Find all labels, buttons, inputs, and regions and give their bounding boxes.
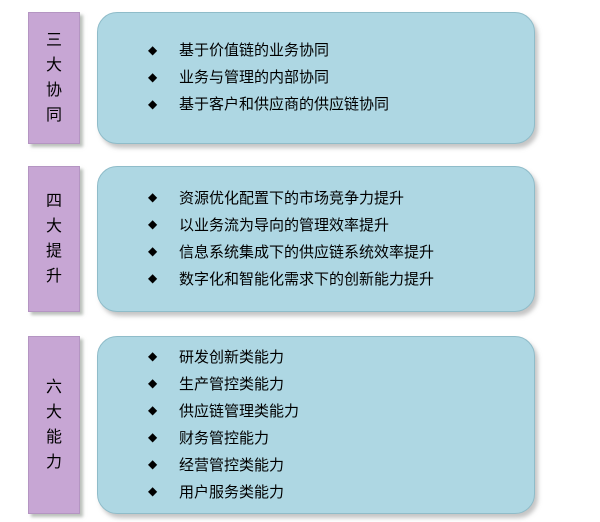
- list-item: ◆ 经营管控类能力: [148, 457, 522, 475]
- list-item: ◆ 数字化和智能化需求下的创新能力提升: [148, 271, 522, 289]
- row-panel: ◆ 资源优化配置下的市场竞争力提升 ◆ 以业务流为导向的管理效率提升 ◆ 信息系统集成下的…: [97, 166, 535, 312]
- diamond-bullet-icon: ◆: [148, 69, 158, 84]
- list-item: ◆ 业务与管理的内部协同: [148, 69, 522, 87]
- row-label-char: 升: [45, 267, 62, 285]
- diamond-bullet-icon: ◆: [148, 217, 158, 232]
- list-item-text: 基于价值链的业务协同: [179, 42, 330, 59]
- list-item: ◆ 资源优化配置下的市场竞争力提升: [148, 190, 522, 208]
- diagram-row: 四大提升 ◆ 资源优化配置下的市场竞争力提升 ◆ 以业务流为导向的管理效率提升 ◆ 信息系统…: [0, 166, 600, 312]
- diamond-bullet-icon: ◆: [148, 271, 158, 286]
- row-label-char: 能: [45, 428, 62, 446]
- diamond-bullet-icon: ◆: [148, 430, 158, 445]
- list-item-text: 以业务流为导向的管理效率提升: [179, 216, 390, 234]
- list-item-text: 资源优化配置下的市场竞争力提升: [179, 189, 405, 207]
- list-item-text: 研发创新类能力: [179, 348, 285, 366]
- row-label-char: 协: [45, 81, 62, 99]
- list-item: ◆ 研发创新类能力: [148, 349, 522, 367]
- diamond-bullet-icon: ◆: [148, 190, 158, 205]
- list-item: ◆ 基于价值链的业务协同: [148, 42, 522, 60]
- diamond-bullet-icon: ◆: [148, 457, 158, 472]
- row-label-char: 同: [45, 106, 62, 124]
- row-panel: ◆ 研发创新类能力 ◆ 生产管控类能力 ◆ 供应链管理类能力 ◆ 财务管控能力 ◆ 经营管控类能力…: [97, 336, 535, 514]
- list-item-text: 财务管控能力: [179, 429, 270, 447]
- row-label-char: 大: [45, 403, 62, 421]
- list-item: ◆ 基于客户和供应商的供应链协同: [148, 96, 522, 114]
- diagram-row: 三大协同 ◆ 基于价值链的业务协同 ◆ 业务与管理的内部协同 ◆ 基于客户和供应商的供应链协…: [0, 12, 600, 144]
- row-label-char: 大: [45, 217, 62, 235]
- list-item-text: 信息系统集成下的供应链系统效率提升: [179, 243, 435, 261]
- list-item: ◆ 财务管控能力: [148, 430, 522, 448]
- diagram-row: 六大能力 ◆ 研发创新类能力 ◆ 生产管控类能力 ◆ 供应链管理类能力 ◆ 财务管控能力 ◆ 经营管…: [0, 336, 600, 514]
- list-item-text: 基于客户和供应商的供应链协同: [179, 96, 390, 113]
- diamond-bullet-icon: ◆: [148, 244, 158, 259]
- row-label-char: 三: [45, 31, 62, 49]
- diamond-bullet-icon: ◆: [148, 349, 158, 364]
- capability-diagram: 三大协同◆基于价值链的业务协同◆业务与管理的内部协同◆基于客户和供应商的供应链协…: [0, 12, 600, 522]
- list-item-text: 生产管控类能力: [179, 375, 285, 393]
- list-item: ◆ 用户服务类能力: [148, 484, 522, 502]
- list-item-text: 数字化和智能化需求下的创新能力提升: [179, 270, 435, 288]
- list-item-text: 用户服务类能力: [179, 483, 285, 501]
- diamond-bullet-icon: ◆: [148, 403, 158, 418]
- row-label: 六大能力: [28, 336, 80, 514]
- list-item-text: 供应链管理类能力: [179, 402, 300, 420]
- row-label-char: 力: [45, 453, 62, 471]
- row-label-char: 六: [45, 378, 62, 396]
- list-item: ◆ 信息系统集成下的供应链系统效率提升: [148, 244, 522, 262]
- list-item: ◆ 供应链管理类能力: [148, 403, 522, 421]
- row-label-char: 大: [45, 56, 62, 74]
- row-label: 四大提升: [28, 166, 80, 312]
- list-item: ◆ 生产管控类能力: [148, 376, 522, 394]
- diamond-bullet-icon: ◆: [148, 484, 158, 499]
- row-label-char: 提: [45, 242, 62, 260]
- row-panel: ◆ 基于价值链的业务协同 ◆ 业务与管理的内部协同 ◆ 基于客户和供应商的供应链协同: [97, 12, 535, 144]
- list-item-text: 经营管控类能力: [179, 456, 285, 474]
- row-label: 三大协同: [28, 12, 80, 144]
- diamond-bullet-icon: ◆: [148, 96, 158, 111]
- diamond-bullet-icon: ◆: [148, 42, 158, 57]
- list-item-text: 业务与管理的内部协同: [179, 69, 330, 86]
- diamond-bullet-icon: ◆: [148, 376, 158, 391]
- row-label-char: 四: [45, 192, 62, 210]
- list-item: ◆ 以业务流为导向的管理效率提升: [148, 217, 522, 235]
